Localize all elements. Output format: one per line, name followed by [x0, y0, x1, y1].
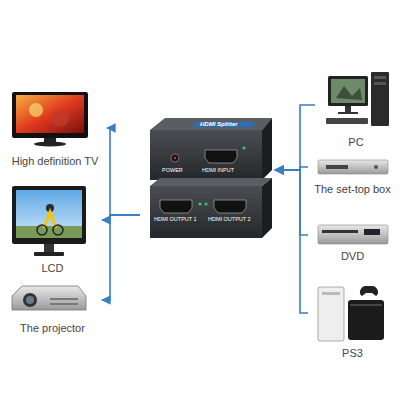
dvd-picture: [318, 225, 388, 244]
device-label: PC: [315, 136, 397, 149]
device-label: DVD: [308, 250, 397, 263]
port-label: HDMI INPUT: [202, 167, 234, 173]
splitter-box: HDMI SplitterPOWER HDMI INPUT HDMI OUTPUT …: [140, 112, 275, 242]
device-box: PC: [315, 72, 397, 149]
device-box: The projector: [3, 280, 102, 335]
hdmi-connector: [275, 105, 315, 170]
device-label: The set-top box: [308, 183, 397, 196]
port-label: HDMI OUTPUT 2: [208, 216, 251, 222]
projector-picture: [12, 286, 86, 310]
lcd-picture: [12, 186, 86, 256]
device-box: High definition TV: [3, 88, 107, 168]
device-label: The projector: [3, 322, 102, 335]
device-label: LCD: [3, 262, 102, 275]
device-label: High definition TV: [3, 155, 107, 168]
set-top-box-picture: [318, 160, 388, 174]
hdmi-connector: [102, 215, 140, 300]
device-box: LCD: [3, 185, 102, 275]
device-box: PS3: [308, 283, 397, 360]
tv-picture: [12, 92, 88, 147]
port-label: HDMI OUTPUT 1: [154, 216, 197, 222]
product-name: HDMI Splitter: [200, 121, 238, 128]
hdmi-connector: [275, 170, 308, 313]
pc-picture: [326, 72, 389, 126]
splitter-picture: [150, 118, 272, 238]
port-label: POWER: [162, 167, 183, 173]
hdmi-connector: [107, 128, 140, 215]
device-box: DVD: [308, 220, 397, 263]
device-label: PS3: [308, 347, 397, 360]
hdmi-connector: [275, 170, 308, 235]
device-box: The set-top box: [308, 155, 397, 196]
console-picture: [318, 286, 384, 341]
